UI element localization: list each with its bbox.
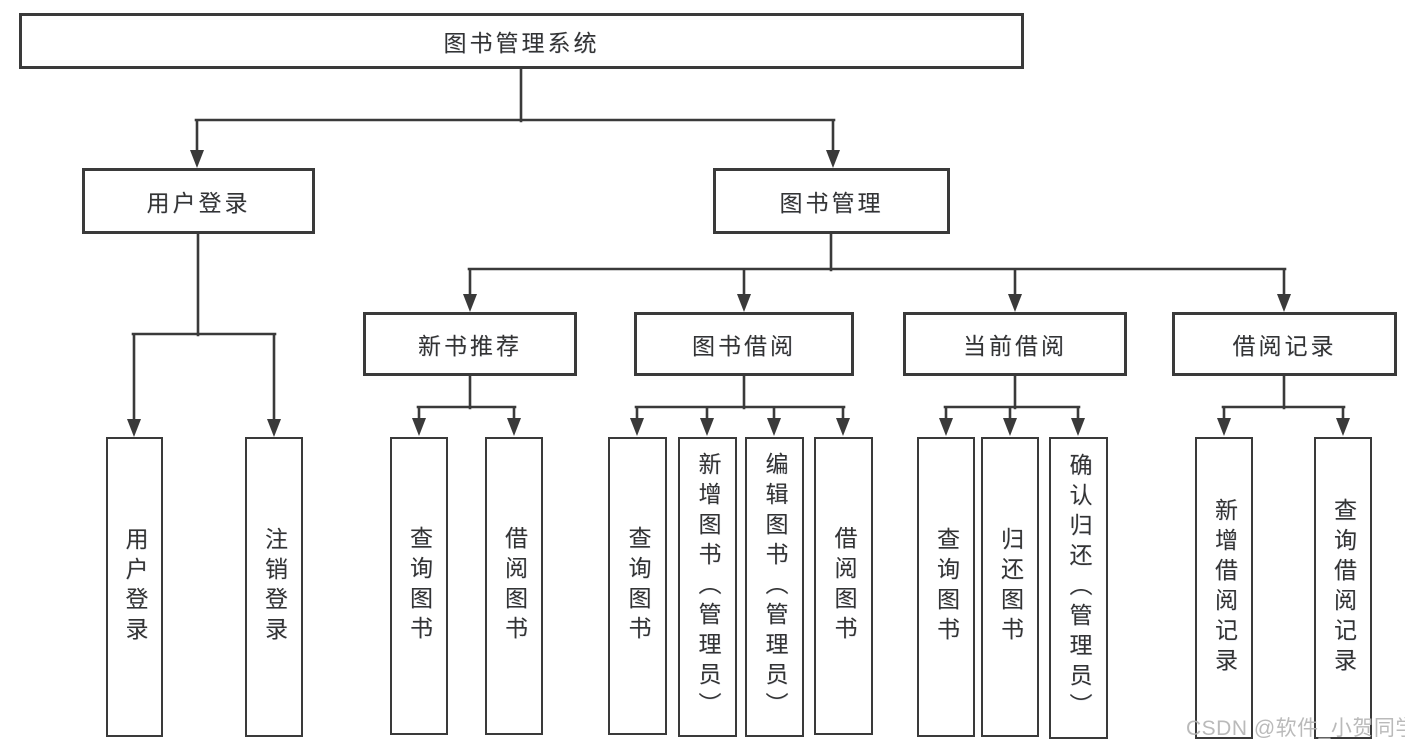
node-current-borrowing-label: 当前借阅 — [963, 333, 1067, 359]
arrowhead — [1277, 294, 1291, 312]
node-library-system: 图书管理系统 — [19, 13, 1024, 69]
arrowhead — [1008, 294, 1022, 312]
leaf-logout-label: 注销登录 — [261, 527, 288, 647]
leaf-confirm-return-admin: 确认归还（管理员） — [1049, 437, 1108, 739]
node-library-system-label: 图书管理系统 — [443, 30, 600, 56]
arrowhead — [826, 150, 840, 168]
leaf-user-login: 用户登录 — [106, 437, 163, 737]
leaf-borrow-books: 借阅图书 — [814, 437, 873, 735]
leaf-edit-books-admin-label: 编辑图书（管理员） — [762, 452, 788, 722]
connector-current-borrowing — [943, 374, 1081, 424]
leaf-borrow-books-label: 借阅图书 — [831, 526, 857, 646]
arrowhead — [1217, 418, 1231, 436]
arrowhead — [939, 418, 953, 436]
node-book-management-label: 图书管理 — [779, 190, 884, 216]
leaf-borrow-books-recommend: 借阅图书 — [485, 437, 543, 735]
arrowhead — [127, 419, 141, 437]
arrowhead — [630, 418, 644, 436]
csdn-watermark: CSDN @软件_小贺同学 — [1186, 717, 1405, 740]
arrowhead — [507, 418, 521, 436]
leaf-query-borrow-record: 查询借阅记录 — [1314, 437, 1372, 739]
leaf-query-books-borrow: 查询图书 — [608, 437, 667, 735]
node-new-book-recommend: 新书推荐 — [363, 312, 577, 376]
leaf-query-books-borrow-label: 查询图书 — [625, 526, 651, 646]
arrowhead — [463, 294, 477, 312]
arrowhead — [700, 418, 714, 436]
connector-borrowing-records — [1221, 374, 1346, 424]
leaf-query-books-recommend-label: 查询图书 — [406, 526, 433, 646]
node-current-borrowing: 当前借阅 — [903, 312, 1127, 376]
node-book-borrowing-label: 图书借阅 — [692, 333, 796, 359]
leaf-return-books: 归还图书 — [981, 437, 1039, 737]
arrowhead — [412, 418, 426, 436]
connector-book-borrowing — [634, 374, 846, 424]
node-new-book-recommend-label: 新书推荐 — [418, 333, 522, 359]
connector-root — [194, 67, 836, 154]
connector-user-login — [131, 232, 277, 423]
leaf-query-books-current-label: 查询图书 — [933, 527, 960, 647]
node-book-management: 图书管理 — [713, 168, 950, 234]
node-borrowing-records-label: 借阅记录 — [1232, 333, 1337, 359]
arrowhead — [737, 294, 751, 312]
leaf-edit-books-admin: 编辑图书（管理员） — [745, 437, 804, 737]
node-user-login: 用户登录 — [82, 168, 315, 234]
leaf-confirm-return-admin-label: 确认归还（管理员） — [1066, 453, 1092, 723]
arrowhead — [267, 419, 281, 437]
arrowhead — [836, 418, 850, 436]
arrowhead — [190, 150, 204, 168]
leaf-add-borrow-record: 新增借阅记录 — [1195, 437, 1253, 739]
leaf-query-borrow-record-label: 查询借阅记录 — [1330, 498, 1357, 678]
leaf-add-books-admin-label: 新增图书（管理员） — [695, 452, 721, 722]
leaf-query-books-recommend: 查询图书 — [390, 437, 448, 735]
arrowhead — [1336, 418, 1350, 436]
leaf-add-borrow-record-label: 新增借阅记录 — [1211, 498, 1238, 678]
leaf-user-login-label: 用户登录 — [122, 527, 148, 647]
node-user-login-label: 用户登录 — [146, 190, 251, 216]
leaf-logout: 注销登录 — [245, 437, 303, 737]
arrowhead — [1071, 418, 1085, 436]
node-book-borrowing: 图书借阅 — [634, 312, 854, 376]
leaf-add-books-admin: 新增图书（管理员） — [678, 437, 737, 737]
leaf-query-books-current: 查询图书 — [917, 437, 975, 737]
leaf-borrow-books-recommend-label: 借阅图书 — [501, 526, 528, 646]
connector-book-management — [467, 232, 1287, 298]
arrowhead — [767, 418, 781, 436]
leaf-return-books-label: 归还图书 — [997, 527, 1024, 647]
connector-new-book-recommend — [416, 374, 517, 424]
arrowhead — [1003, 418, 1017, 436]
node-borrowing-records: 借阅记录 — [1172, 312, 1397, 376]
